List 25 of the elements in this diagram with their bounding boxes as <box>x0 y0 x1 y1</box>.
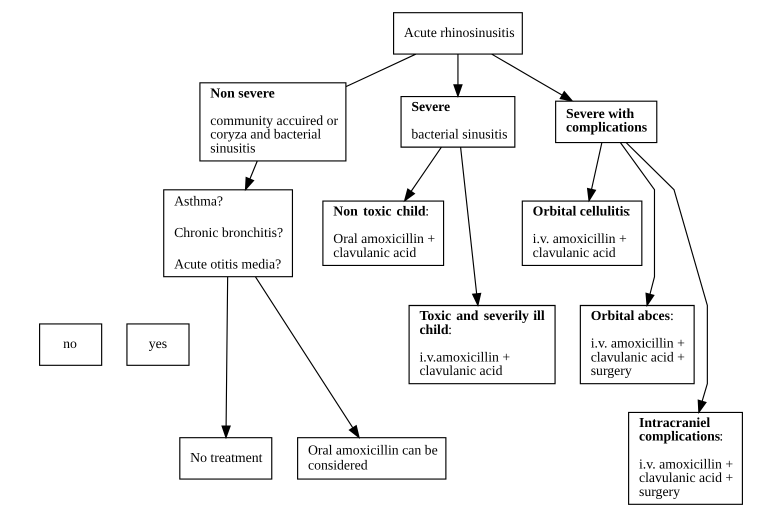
node-box: Non toxic child: Oral amoxicillin + clavulanic acid <box>322 200 444 266</box>
node-box: Orbital cellulitis: i.v. amoxicillin + clavulanic acid <box>522 200 642 266</box>
node-box: Asthma? Chronic bronchitis? Acute otitis media? <box>163 189 294 278</box>
arrow <box>244 160 258 192</box>
arrow <box>460 147 482 307</box>
connector <box>346 54 416 88</box>
node-box: Intracraniel complications: i.v. amoxicillin + clavulanic acid + surgery <box>628 412 743 505</box>
arrow <box>453 54 463 98</box>
node-box: Acute rhinosinusitis <box>393 12 523 55</box>
arrow <box>491 54 574 102</box>
arrow <box>221 276 231 440</box>
node-box: Severe with complications <box>555 100 658 144</box>
node-box: Oral amoxicillin can be considered <box>297 437 446 480</box>
node-box: Orbital abces: i.v. amoxicillin + clavulanic acid + surgery <box>580 304 695 384</box>
arrow <box>586 142 602 202</box>
node-box: Non severe community accuired or coryza and bacterial sinusitis <box>199 82 346 162</box>
arrow <box>620 142 656 308</box>
arrow <box>254 276 360 440</box>
node-box: No treatment <box>179 437 272 480</box>
node-box: no <box>39 323 102 366</box>
node-box: yes <box>126 323 190 366</box>
node-box: Toxic and severily ill child: i.v.amoxicillin + clavulanic acid <box>408 304 556 384</box>
arrow <box>626 142 708 414</box>
arrow <box>404 146 442 202</box>
node-box: Severe bacterial sinusitis <box>400 96 516 148</box>
